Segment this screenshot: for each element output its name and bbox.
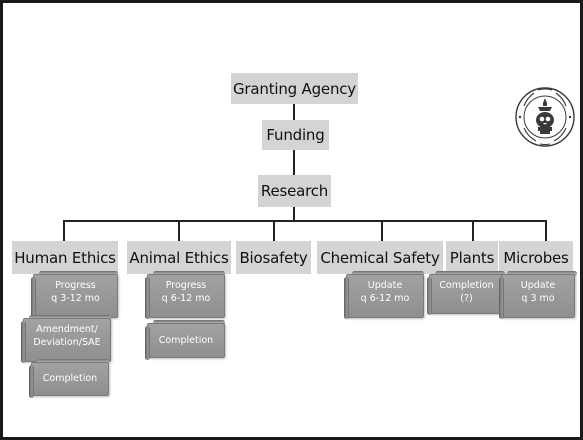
connector-research-bus: [293, 206, 295, 221]
node-research: Research: [258, 175, 331, 207]
connector-microbes: [545, 220, 547, 242]
node-microbes: Microbes: [499, 241, 573, 274]
university-seal-icon: [514, 76, 576, 158]
node-chemical-safety: Chemical Safety: [317, 241, 443, 274]
connector-chemical-safety: [381, 220, 383, 242]
report-line: q 3-12 mo: [51, 293, 100, 304]
node-granting-agency: Granting Agency: [231, 73, 358, 104]
report-line: q 6-12 mo: [161, 293, 211, 304]
report-line: (?): [460, 293, 473, 304]
node-funding: Funding: [262, 120, 329, 150]
connector-plants: [472, 220, 474, 242]
node-plants: Plants: [446, 241, 498, 274]
report-line: Deviation/SAE: [33, 337, 101, 348]
node-human-ethics: Human Ethics: [12, 241, 118, 274]
report-line: q 3 mo: [521, 293, 555, 304]
report-line: Completion: [42, 373, 98, 384]
report-line: Completion: [158, 335, 214, 346]
node-biosafety: Biosafety: [236, 241, 311, 274]
report-line: Update: [520, 280, 556, 291]
report-line: Amendment/: [36, 324, 98, 335]
connector-funding-research: [293, 149, 295, 176]
connector-agency-funding: [293, 104, 295, 122]
connector-human-ethics: [63, 220, 65, 242]
report-line: q 6-12 mo: [360, 293, 410, 304]
report-line: Update: [367, 280, 403, 291]
report-line: Completion: [439, 280, 494, 291]
report-line: Progress: [165, 280, 207, 291]
connector-animal-ethics: [178, 220, 180, 242]
connector-biosafety: [273, 220, 275, 242]
report-line: Progress: [55, 280, 96, 291]
connector-horizontal-bus: [63, 220, 547, 222]
node-animal-ethics: Animal Ethics: [127, 241, 231, 274]
